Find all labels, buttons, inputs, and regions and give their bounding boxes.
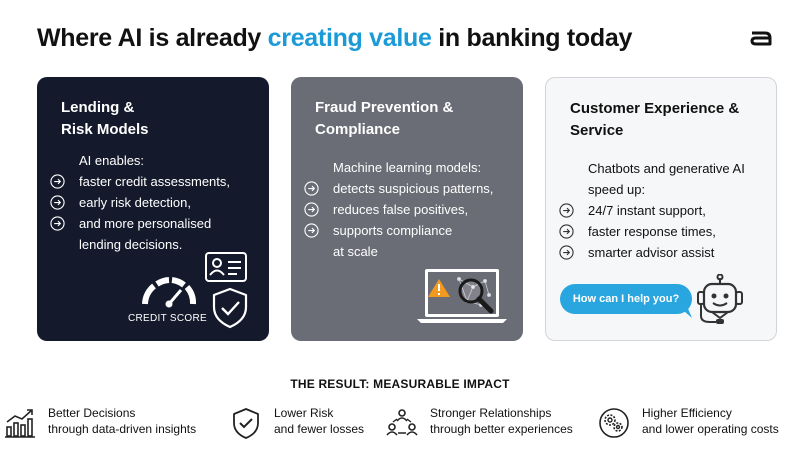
impact-item-efficiency: Higher Efficiency and lower operating co…: [598, 405, 798, 439]
impact-item-relationships: Stronger Relationships through better ex…: [386, 405, 586, 439]
list-item: faster response times,: [546, 221, 776, 242]
arrow-circle-icon: [50, 216, 65, 231]
list-item: smarter advisor assist: [546, 242, 776, 263]
list-item: faster credit assessments,: [37, 171, 269, 192]
impact-item-risk: Lower Risk and fewer losses: [230, 405, 370, 439]
card-fraud-compliance: Fraud Prevention & Compliance Machine le…: [291, 77, 523, 341]
card-intro: Machine learning models:: [333, 160, 482, 175]
impact-text: Lower Risk and fewer losses: [274, 406, 365, 436]
shield-check-icon: [212, 287, 248, 329]
credit-score-gauge-icon: [142, 277, 196, 308]
bullet-list: 24/7 instant support, faster response ti…: [546, 200, 776, 263]
list-item: 24/7 instant support,: [546, 200, 776, 221]
impact-text: Better Decisions through data-driven ins…: [48, 406, 197, 436]
list-item: detects suspicious patterns,: [291, 178, 523, 199]
page-title: Where AI is already creating value in ba…: [37, 24, 632, 53]
title-part-2: in banking today: [431, 24, 633, 52]
bullet-continuation: lending decisions.: [79, 237, 183, 252]
card-intro: AI enables:: [79, 153, 145, 168]
gears-icon: [599, 408, 629, 438]
bullet-list: detects suspicious patterns, reduces fal…: [291, 178, 523, 262]
card-title: Customer Experience & Service: [570, 100, 740, 139]
arrow-circle-icon: [304, 223, 319, 238]
arrow-circle-icon: [559, 245, 574, 260]
arrow-circle-icon: [50, 174, 65, 189]
arrow-circle-icon: [559, 224, 574, 239]
card-title: Fraud Prevention & Compliance: [315, 99, 454, 138]
shield-check-icon: [233, 408, 259, 439]
impact-text: Stronger Relationships through better ex…: [430, 406, 573, 436]
list-item: early risk detection,: [37, 192, 269, 213]
chat-bubble-icon: [676, 304, 692, 318]
impact-item-decisions: Better Decisions through data-driven ins…: [4, 405, 214, 439]
laptop-warning-icon: [417, 269, 507, 323]
card-customer-experience: Customer Experience & Service Chatbots a…: [545, 77, 777, 341]
card-title: Lending & Risk Models: [61, 99, 149, 138]
title-accent: creating value: [267, 24, 432, 52]
magnifier-icon: [458, 278, 494, 314]
title-part-1: Where AI is already: [37, 24, 268, 52]
impact-text: Higher Efficiency and lower operating co…: [642, 406, 779, 436]
list-item: and more personalised: [37, 213, 269, 234]
chatbot-headset-icon: [697, 274, 743, 324]
arrow-circle-icon: [559, 203, 574, 218]
chat-bubble: How can I help you?: [560, 284, 692, 314]
growth-chart-icon: [5, 409, 35, 438]
brand-logo-icon: [750, 31, 772, 46]
result-title: THE RESULT: MEASURABLE IMPACT: [290, 377, 510, 391]
arrow-circle-icon: [304, 202, 319, 217]
list-item: reduces false positives,: [291, 199, 523, 220]
list-item: supports compliance at scale: [291, 220, 523, 262]
gauge-label: CREDIT SCORE: [128, 313, 207, 324]
arrow-circle-icon: [50, 195, 65, 210]
card-intro: Chatbots and generative AI speed up:: [588, 161, 745, 197]
bullet-list: faster credit assessments, early risk de…: [37, 171, 269, 234]
id-card-icon: [205, 252, 247, 282]
arrow-circle-icon: [304, 181, 319, 196]
card-lending-risk: Lending & Risk Models AI enables: faster…: [37, 77, 269, 341]
people-network-icon: [386, 409, 418, 436]
